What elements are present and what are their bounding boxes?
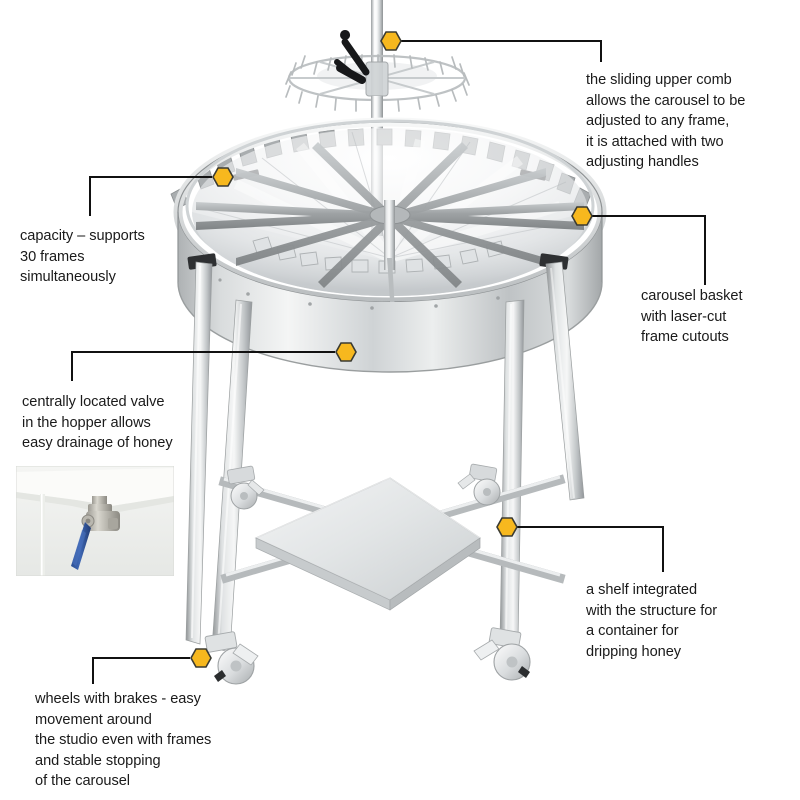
marker-hexagon-sliding-upper-comb[interactable] — [380, 30, 402, 52]
marker-hexagon-integrated-shelf[interactable] — [496, 516, 518, 538]
basket-rim — [170, 117, 607, 307]
callout-text-central-valve: centrally located valve in the hopper al… — [22, 394, 173, 452]
casters — [204, 463, 531, 685]
callout-text-integrated-shelf: a shelf integrated with the structure fo… — [586, 582, 718, 660]
shelf — [254, 477, 482, 611]
marker-hexagon-carousel-basket[interactable] — [571, 205, 593, 227]
adjusting-handles — [334, 30, 370, 84]
basket-spokes — [196, 142, 584, 288]
callout-text-braked-wheels: wheels with brakes - easy movement aroun… — [35, 691, 212, 790]
marker-hexagon-capacity-30-frames[interactable] — [212, 166, 234, 188]
callout-text-carousel-basket: carousel basket with laser-cut frame cut… — [641, 288, 743, 346]
marker-hexagon-braked-wheels[interactable] — [190, 647, 212, 669]
callout-text-capacity-30-frames: capacity – supports 30 frames simultaneo… — [20, 228, 145, 286]
marker-hexagon-central-valve[interactable] — [335, 341, 357, 363]
callout-text-sliding-upper-comb: the sliding upper comb allows the carous… — [586, 72, 746, 171]
valve-closeup-photo — [16, 466, 174, 576]
legs — [185, 261, 585, 653]
